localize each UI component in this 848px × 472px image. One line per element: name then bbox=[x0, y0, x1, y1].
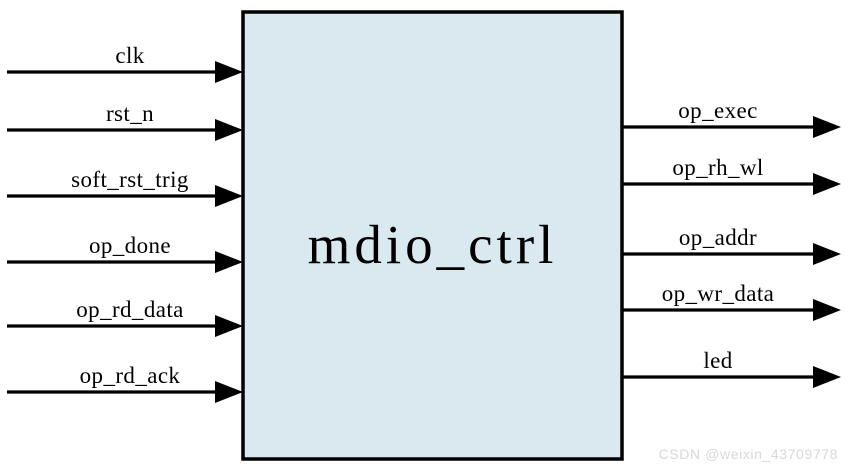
input-signal-op_rd_ack: op_rd_ack bbox=[7, 363, 243, 403]
signal-label: op_exec bbox=[678, 98, 757, 123]
arrow-head-icon bbox=[215, 315, 243, 337]
input-signal-clk: clk bbox=[7, 43, 243, 83]
output-signal-op_rh_wl: op_rh_wl bbox=[622, 155, 841, 195]
signal-label: rst_n bbox=[106, 101, 154, 126]
signal-label: clk bbox=[115, 43, 144, 68]
arrow-head-icon bbox=[215, 119, 243, 141]
input-signals-group: clk rst_n soft_rst_trig op_done op_rd_dataop… bbox=[7, 43, 243, 403]
signal-label: op_addr bbox=[679, 225, 757, 250]
signal-label: op_done bbox=[89, 233, 171, 258]
output-signal-led: led bbox=[622, 348, 841, 388]
arrow-head-icon bbox=[813, 116, 841, 138]
signal-label: op_rd_ack bbox=[80, 363, 181, 388]
signal-label: op_wr_data bbox=[662, 281, 775, 306]
module-title: mdio_ctrl bbox=[308, 214, 558, 275]
input-signal-rst_n: rst_n bbox=[7, 101, 243, 141]
output-signal-op_exec: op_exec bbox=[622, 98, 841, 138]
signal-label: soft_rst_trig bbox=[71, 167, 189, 192]
module-block-rect bbox=[241, 10, 624, 461]
signal-label: op_rd_data bbox=[76, 297, 183, 322]
arrow-head-icon bbox=[813, 173, 841, 195]
arrow-head-icon bbox=[813, 366, 841, 388]
arrow-head-icon bbox=[813, 299, 841, 321]
input-signal-soft_rst_trig: soft_rst_trig bbox=[7, 167, 243, 207]
input-signal-op_done: op_done bbox=[7, 233, 243, 273]
arrow-head-icon bbox=[813, 243, 841, 265]
signal-label: led bbox=[703, 348, 732, 373]
output-signal-op_wr_data: op_wr_data bbox=[622, 281, 841, 321]
arrow-head-icon bbox=[215, 61, 243, 83]
signal-label: op_rh_wl bbox=[672, 155, 763, 180]
arrow-head-icon bbox=[215, 251, 243, 273]
csdn-watermark: CSDN @weixin_43709778 bbox=[659, 446, 838, 462]
arrow-head-icon bbox=[215, 185, 243, 207]
arrow-head-icon bbox=[215, 381, 243, 403]
output-signal-op_addr: op_addr bbox=[622, 225, 841, 265]
input-signal-op_rd_data: op_rd_data bbox=[7, 297, 243, 337]
